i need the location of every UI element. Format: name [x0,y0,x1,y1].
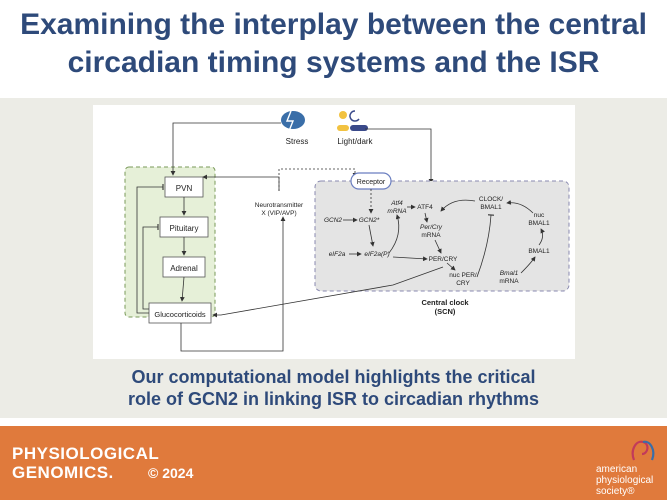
gcn2-active-label: GCN2* [359,217,380,224]
journal-name-line-1: PHYSIOLOGICAL [12,444,160,463]
society-logo-icon [631,440,655,461]
gcn2-label: GCN2 [324,217,342,224]
per-cry-mrna-line-1: Per/Cry [420,224,443,231]
neurotransmitter-line-2: X (VIP/AVP) [261,210,296,217]
stress-icon [281,110,305,132]
nuc-bmal1-line-1: nuc [534,212,545,219]
society-name-line-2: physiological [596,475,654,486]
copyright-year: © 2024 [148,465,194,481]
eif2a-p-label: eIF2a(P) [364,251,389,258]
bmal1-mrna-line-2: mRNA [499,278,519,285]
central-clock-panel [314,180,570,292]
receptor-label: Receptor [357,179,386,186]
per-cry-mrna-line-2: mRNA [421,232,441,239]
caption-line-2: role of GCN2 in linking ISR to circadian… [127,389,540,409]
stress-label: Stress [286,137,309,146]
hpa-axis-panel [124,166,216,318]
journal-logo: PHYSIOLOGICAL GENOMICS. [12,444,159,482]
title-line-2: circadian timing systems and the ISR [67,46,600,79]
clock-bmal1-line-2: BMAL1 [480,204,502,211]
adrenal-label: Adrenal [170,264,198,273]
pathway-diagram: PVN Pituitary Adrenal Glucocorticoids St… [93,105,575,359]
page-title: Examining the interplay between the cent… [0,6,667,82]
society-name-line-3: society® [596,486,635,497]
nuc-per-cry-line-1: nuc PER/ [449,272,477,279]
light-dark-icon [337,110,368,131]
footer-bar [0,426,667,500]
society-name-line-1: american [596,464,638,475]
central-clock-line-2: (SCN) [435,307,456,316]
title-line-1: Examining the interplay between the cent… [20,8,647,41]
journal-name-line-2: GENOMICS. [12,463,114,482]
nuc-bmal1-line-2: BMAL1 [528,220,550,227]
neurotransmitter-line-1: Neurotransmitter [255,202,304,209]
society-name: american physiological society® [596,464,653,497]
pituitary-label: Pituitary [170,224,199,233]
atf4-mrna-line-2: mRNA [387,208,406,215]
caption-line-1: Our computational model highlights the c… [131,367,536,387]
bmal1-mrna-line-1: Bmal1 [500,270,519,277]
bmal1-label: BMAL1 [528,248,550,255]
clock-bmal1-line-1: CLOCK/ [479,196,503,203]
caption: Our computational model highlights the c… [0,366,667,410]
per-cry-label: PER/CRY [429,256,458,263]
eif2a-label: eIF2a [329,251,346,258]
atf4-mrna-line-1: Atf4 [390,200,403,207]
atf4-label: ATF4 [417,204,433,211]
nuc-per-cry-line-2: CRY [456,280,470,287]
glucocorticoids-label: Glucocorticoids [154,310,206,319]
central-clock-line-1: Central clock [421,298,469,307]
pvn-label: PVN [176,184,193,193]
light-dark-label: Light/dark [337,137,373,146]
diagram-svg: PVN Pituitary Adrenal Glucocorticoids St… [124,110,570,352]
